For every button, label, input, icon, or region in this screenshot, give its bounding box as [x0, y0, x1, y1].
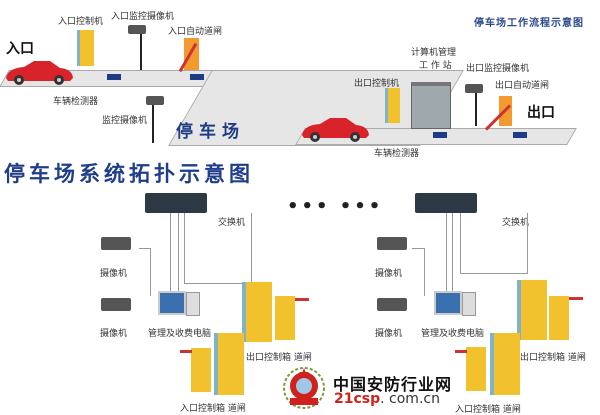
camera-icon [101, 298, 131, 311]
gate-arm [569, 297, 583, 300]
entry-box-label: 入口控制箱 道闸 [455, 405, 521, 415]
booth-icon [411, 82, 451, 129]
gate-arm [295, 298, 309, 301]
surveillance-camera-label: 监控摄像机 [102, 116, 148, 126]
ellipsis: ••• ••• [287, 196, 384, 217]
exit-gate-icon [275, 296, 295, 340]
cable [460, 213, 528, 274]
pc-label: 管理及收费电脑 [148, 329, 212, 339]
network-switch-icon [145, 193, 207, 213]
exit-car-icon [302, 118, 369, 142]
camera-icon [377, 298, 407, 311]
cable [184, 213, 252, 284]
computer-icon [434, 291, 462, 315]
computer-icon [158, 291, 186, 315]
cable [178, 213, 219, 303]
camera-label-1: 摄像机 [100, 269, 128, 279]
camera-icon [101, 237, 131, 250]
arrow-right-icon [433, 132, 447, 138]
pc-tower-icon [186, 292, 200, 316]
vehicle-detector-exit-label: 车辆检测器 [374, 149, 420, 159]
watermark-suffix: . com.cn [380, 391, 440, 407]
exit-barrier-label: 出口自动道闸 [495, 81, 550, 91]
entry-camera-label: 入口监控摄像机 [111, 12, 175, 22]
camera-label-2: 摄像机 [375, 329, 403, 339]
camera-icon [377, 237, 407, 250]
arrow-right-icon [190, 74, 204, 80]
surveillance-camera-pole [152, 105, 154, 143]
network-switch-icon [415, 193, 477, 213]
entry-camera-icon [128, 25, 146, 34]
entry-gate-icon [466, 347, 486, 391]
entrance-label: 入口 [6, 41, 34, 57]
entry-controller-icon [77, 30, 94, 66]
computer-station-label-2: 工 作 站 [419, 61, 452, 71]
cable [412, 248, 424, 249]
entry-control-box-icon [214, 333, 244, 395]
entry-gate-icon [191, 348, 211, 392]
topology-title: 停车场系统拓扑示意图 [4, 162, 254, 186]
exit-gate-icon [549, 296, 569, 340]
workflow-title: 停车场工作流程示意图 [474, 18, 584, 29]
surveillance-camera-icon [146, 96, 164, 105]
camera-label-1: 摄像机 [375, 269, 403, 279]
cable [452, 213, 493, 313]
entry-barrier-label: 入口自动道闸 [168, 27, 223, 37]
exit-control-box-icon [517, 280, 547, 340]
switch-label: 交换机 [218, 218, 246, 228]
cspia-seal-logo [283, 367, 325, 409]
entry-control-box-icon [490, 333, 520, 395]
watermark-site-name: 中国安防行业网 [333, 375, 453, 394]
exit-controller-icon [385, 88, 400, 123]
exit-box-label: 出口控制箱 道闸 [520, 353, 586, 363]
pc-label: 管理及收费电脑 [421, 329, 485, 339]
gate-arm [180, 350, 192, 353]
entry-camera-pole [140, 34, 142, 70]
cable [139, 248, 151, 249]
cable [170, 213, 171, 293]
cable [446, 213, 447, 293]
parking-lot-label: 停车场 [176, 122, 245, 142]
entry-box-label: 入口控制箱 道闸 [180, 404, 246, 414]
exit-camera-icon [465, 84, 483, 93]
entry-controller-label: 入口控制机 [58, 17, 104, 27]
cable [424, 248, 425, 296]
computer-station-label-1: 计算机管理 [411, 48, 457, 58]
pc-tower-icon [462, 292, 476, 316]
exit-camera-pole [475, 93, 477, 126]
entry-car-icon [6, 61, 73, 85]
arrow-right-icon [513, 132, 527, 138]
cable [150, 248, 151, 296]
exit-camera-label: 出口监控摄像机 [466, 64, 530, 74]
watermark-domain: 21csp. com.cn [334, 391, 440, 407]
switch-label: 交换机 [502, 218, 530, 228]
camera-label-2: 摄像机 [100, 329, 128, 339]
exit-label: 出口 [527, 105, 555, 121]
watermark-brand: 21csp [334, 391, 381, 407]
exit-controller-label: 出口控制机 [354, 79, 400, 89]
exit-control-box-icon [242, 282, 272, 342]
vehicle-detector-entry-label: 车辆检测器 [53, 97, 99, 107]
arrow-right-icon [107, 74, 121, 80]
exit-box-label: 出口控制箱 道闸 [246, 353, 312, 363]
gate-arm [455, 350, 467, 353]
